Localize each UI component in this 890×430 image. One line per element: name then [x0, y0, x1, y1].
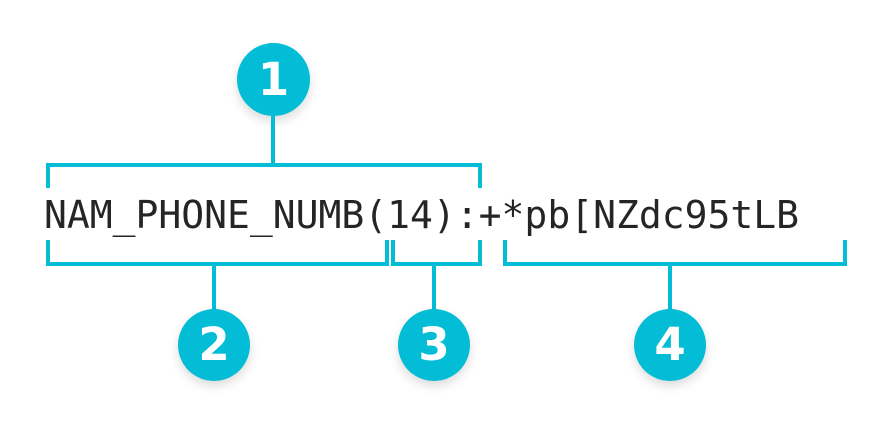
- bracket-4-right-tick: [843, 240, 847, 266]
- bracket-4-left-tick: [503, 240, 507, 266]
- callout-bubble-1: 1: [237, 43, 310, 116]
- annotated-code-string: NAM_PHONE_NUMB(14):+*pb[NZdc95tLB: [44, 193, 799, 237]
- callout-bubble-2-label: 2: [198, 318, 230, 371]
- callout-bubble-1-label: 1: [257, 53, 290, 106]
- bracket-3-right-tick: [478, 240, 482, 266]
- bracket-3-left-tick: [391, 240, 395, 266]
- callout-2-leader-line: [212, 262, 216, 312]
- callout-4-leader-line: [668, 262, 672, 312]
- callout-bubble-4-label: 4: [654, 318, 686, 371]
- callout-3-leader-line: [432, 262, 436, 312]
- callout-bubble-2: 2: [178, 309, 250, 381]
- callout-bubble-3-label: 3: [418, 318, 450, 371]
- callout-bubble-3: 3: [398, 309, 470, 381]
- callout-bubble-4: 4: [634, 309, 706, 381]
- bracket-1-left-tick: [46, 163, 50, 188]
- bracket-2-bottom-rule: [46, 262, 389, 266]
- bracket-2-right-tick: [385, 240, 389, 266]
- bracket-4-bottom-rule: [503, 262, 847, 266]
- callout-1-leader-line: [271, 116, 275, 167]
- bracket-1-right-tick: [478, 163, 482, 188]
- bracket-3-bottom-rule: [391, 262, 482, 266]
- bracket-2-left-tick: [46, 240, 50, 266]
- bracket-1-top-rule: [46, 163, 482, 167]
